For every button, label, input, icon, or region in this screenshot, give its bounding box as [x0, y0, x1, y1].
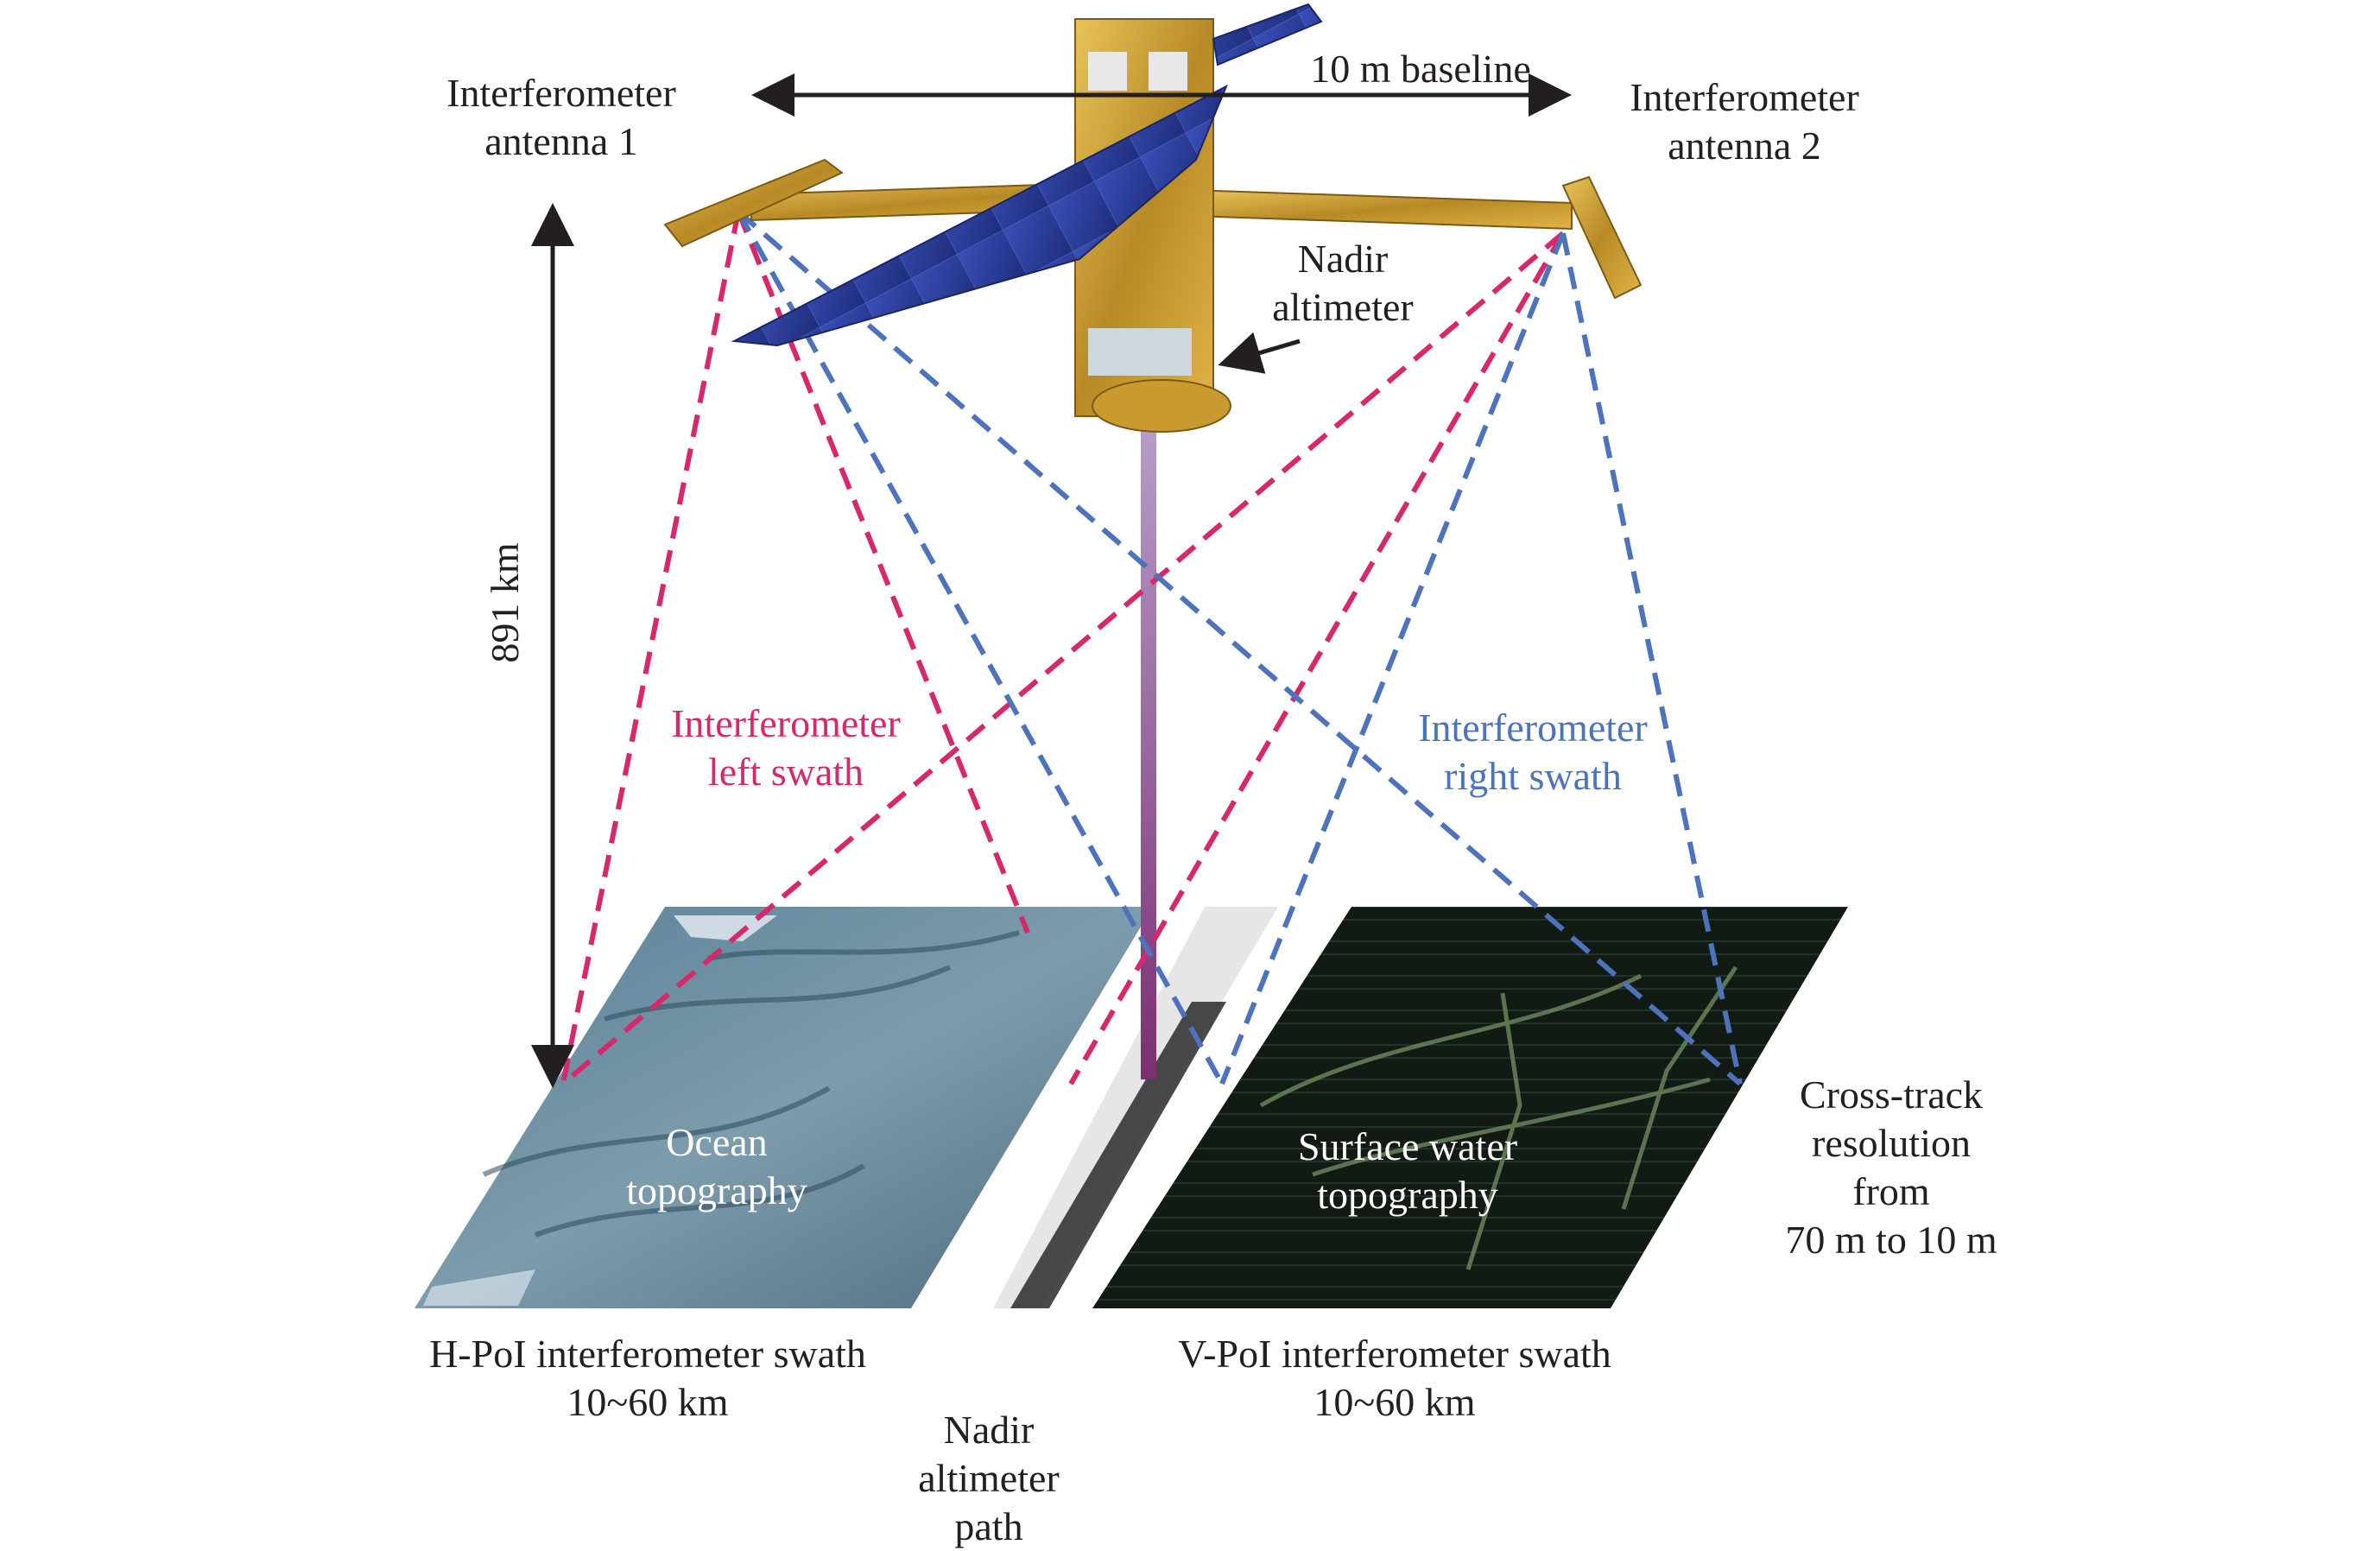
nadir-path-strip — [993, 907, 1278, 1308]
v-pol-line2: 10~60 km — [1313, 1380, 1476, 1424]
surface-water-label: Surface water topography — [1252, 1123, 1563, 1219]
left-swath-label: Interferometer left swath — [622, 700, 950, 796]
solar-panel-icon — [731, 84, 1228, 347]
nadir-path-line2: altimeter — [918, 1456, 1060, 1500]
right-swath-label: Interferometer right swath — [1369, 704, 1697, 801]
antenna1-label: Interferometer antenna 1 — [397, 69, 725, 166]
altitude-label: 891 km — [483, 542, 527, 663]
v-pol-label: V-PoI interferometer swath 10~60 km — [1118, 1330, 1671, 1427]
right-swath-lines — [736, 209, 1743, 1086]
solar-panel-icon — [1212, 3, 1323, 66]
nadir-beam — [1141, 415, 1156, 1079]
surface-water-image — [1092, 907, 1848, 1308]
antenna1-line1: Interferometer — [446, 71, 676, 115]
nadir-altimeter-line1: Nadir — [1297, 237, 1389, 281]
cross-track-line4: 70 m to 10 m — [1785, 1218, 1997, 1262]
cross-track-line1: Cross-track — [1799, 1073, 1984, 1117]
surface-water-line1: Surface water — [1297, 1124, 1518, 1168]
right-swath-line1: Interferometer — [1418, 706, 1648, 750]
nadir-path-line3: path — [954, 1504, 1023, 1548]
ocean-label: Ocean topography — [561, 1118, 872, 1215]
h-pol-line1: H-PoI interferometer swath — [429, 1332, 866, 1376]
surface-water-line2: topography — [1317, 1173, 1498, 1217]
nadir-altimeter-line2: altimeter — [1272, 285, 1414, 329]
left-swath-lines — [560, 210, 1566, 1086]
antenna-icon — [1561, 175, 1643, 300]
ocean-topography-image — [415, 907, 1153, 1308]
left-swath-line1: Interferometer — [671, 701, 901, 745]
nadir-altimeter-label: Nadir altimeter — [1244, 235, 1442, 332]
nadir-altimeter-pointer — [1218, 332, 1301, 374]
right-swath-line2: right swath — [1444, 754, 1622, 798]
ocean-line1: Ocean — [666, 1120, 768, 1164]
antenna1-line2: antenna 1 — [484, 119, 638, 163]
cross-track-label: Cross-track resolution from 70 m to 10 m — [1736, 1071, 2047, 1264]
cross-track-line3: from — [1852, 1169, 1930, 1213]
ocean-line2: topography — [626, 1168, 807, 1212]
v-pol-line1: V-PoI interferometer swath — [1178, 1332, 1611, 1376]
cross-track-line2: resolution — [1812, 1121, 1971, 1165]
left-swath-line2: left swath — [707, 750, 864, 794]
h-pol-label: H-PoI interferometer swath 10~60 km — [371, 1330, 924, 1427]
antenna2-line1: Interferometer — [1630, 75, 1859, 119]
h-pol-line2: 10~60 km — [567, 1380, 729, 1424]
antenna2-line2: antenna 2 — [1668, 123, 1821, 168]
antenna-icon — [663, 158, 844, 248]
nadir-path-label: Nadir altimeter path — [889, 1406, 1088, 1551]
baseline-label: 10 m baseline — [1310, 47, 1531, 91]
nadir-path-line1: Nadir — [943, 1408, 1035, 1452]
antenna2-label: Interferometer antenna 2 — [1580, 73, 1908, 170]
